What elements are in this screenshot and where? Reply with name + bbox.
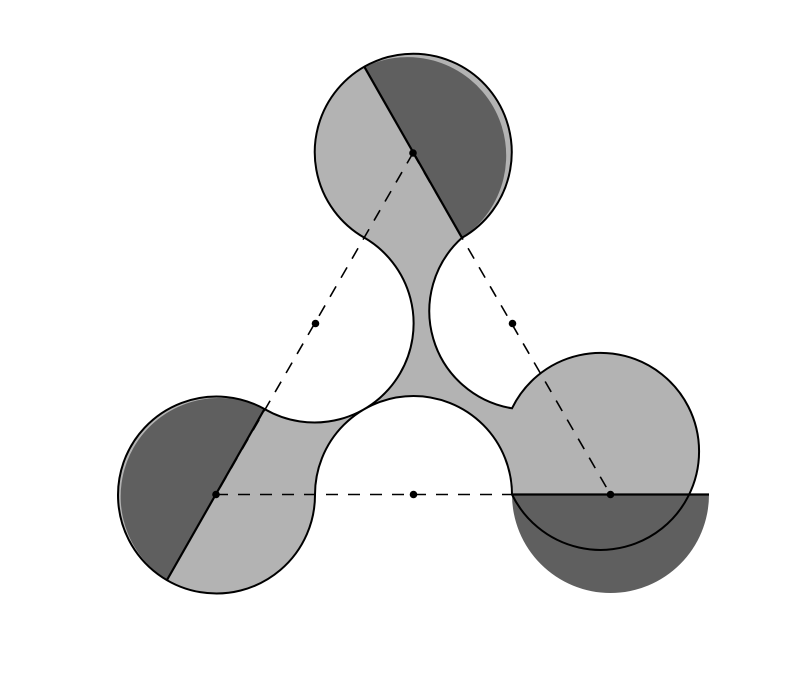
- right-dark-segment: [512, 494, 709, 593]
- left-center-dot: [212, 490, 220, 499]
- left-midpoint-dot: [311, 319, 320, 328]
- tri-lobe-body: [118, 53, 700, 594]
- right-center-dot: [606, 490, 615, 499]
- tri-lobe-outline: [117, 52, 700, 595]
- left-dark-segment: [120, 397, 265, 580]
- right-midpoint-dot: [508, 319, 517, 328]
- bottom-midpoint-dot: [409, 490, 418, 499]
- top-center-dot: [409, 149, 417, 157]
- top-dark-segment: [364, 57, 507, 238]
